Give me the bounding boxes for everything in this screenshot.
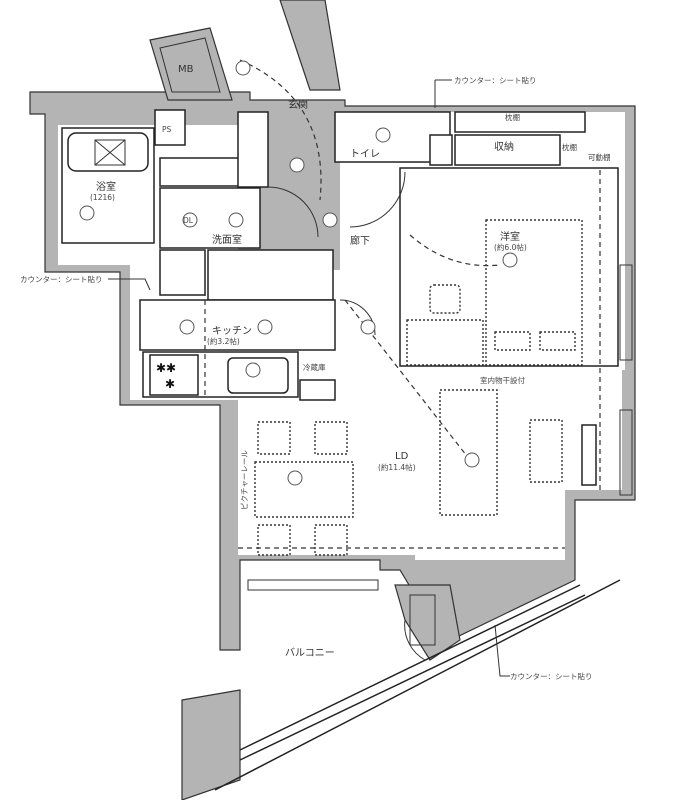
label-kadodana: 可動棚 [588, 152, 611, 162]
downlights [79, 60, 518, 486]
downlight-legend: DL [183, 216, 194, 225]
label-senmen: 洗面室 [212, 233, 242, 246]
label-rouka: 廊下 [350, 234, 370, 247]
label-balcony: バルコニー [285, 647, 335, 659]
svg-text:✱✱: ✱✱ [156, 361, 176, 375]
room-labels: MB 玄関 浴室 (1216) PS 洗面室 トイレ 収納 枕棚 枕棚 可動棚 … [90, 64, 611, 659]
label-yoshitsu-size: (約6.0帖) [494, 242, 527, 252]
label-makura-2: 枕棚 [562, 142, 577, 152]
label-monohoshi: 室内物干設付 [480, 375, 525, 385]
label-kitchen: キッチン [212, 325, 252, 337]
note-counter-top: カウンター：シート貼り [454, 75, 537, 85]
label-genkan: 玄関 [288, 98, 308, 111]
label-kitchen-size: (約3.2帖) [207, 336, 240, 346]
label-ld-size: (約11.4帖) [378, 462, 416, 472]
annotations: カウンター：シート貼り カウンター：シート貼り カウンター：シート貼り [20, 75, 593, 681]
label-makura-1: 枕棚 [505, 112, 520, 122]
label-ps: PS [162, 125, 172, 134]
note-counter-left: カウンター：シート貼り [20, 274, 103, 284]
label-reizoko: 冷蔵庫 [303, 362, 326, 372]
label-bath-size: (1216) [90, 193, 115, 202]
label-yoshitsu: 洋室 [500, 230, 520, 243]
note-counter-bottom: カウンター：シート貼り [510, 671, 593, 681]
label-mb: MB [178, 64, 194, 75]
label-ld: LD [395, 451, 409, 462]
furniture: ✱✱ ✱ [94, 139, 597, 556]
label-picture-rail: ピクチャーレール [240, 450, 249, 510]
label-bath: 浴室 [96, 180, 116, 193]
label-shuno: 収納 [494, 140, 514, 153]
label-toilet: トイレ [350, 149, 380, 160]
svg-text:✱: ✱ [165, 377, 175, 391]
